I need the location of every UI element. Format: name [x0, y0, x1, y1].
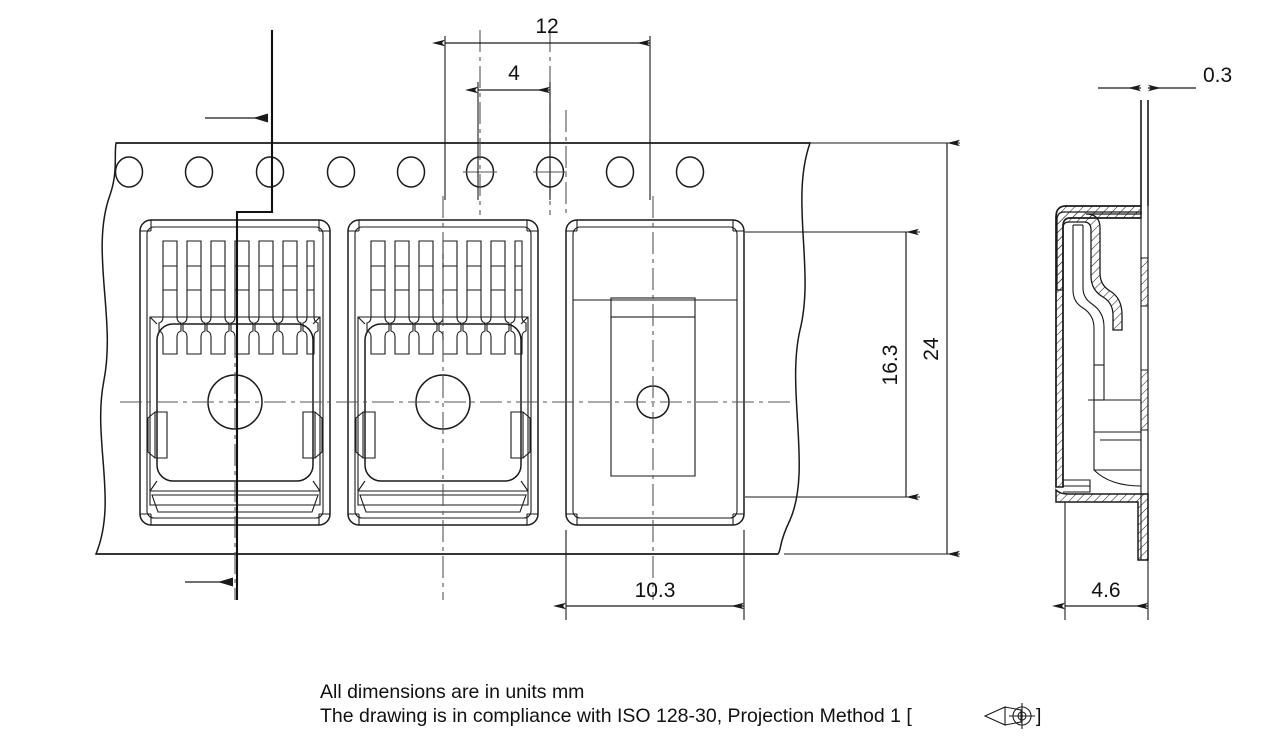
- cone-triangle: [983, 706, 1006, 726]
- corner-tick: [526, 513, 538, 525]
- contact: [390, 240, 414, 355]
- body-taper: [1093, 469, 1142, 487]
- dimension-label-16-3: 16.3: [879, 345, 902, 386]
- jack-frame: [149, 316, 321, 506]
- tape-outline: [94, 142, 812, 555]
- sprocket-hole: [675, 156, 705, 188]
- dimension-label-10-3: 10.3: [635, 579, 676, 602]
- bottom-flange-hatch: [1056, 490, 1148, 560]
- corner-tick: [526, 220, 538, 232]
- corner-tick: [140, 513, 152, 525]
- dimension-label-0-3: 0.3: [1203, 64, 1232, 87]
- note-line-1: All dimensions are in units mm: [320, 681, 584, 703]
- carrier-tape-top-view: [94, 30, 812, 600]
- dimension-16-3: 16.3: [745, 228, 920, 501]
- corner-tick: [140, 220, 152, 232]
- dimension-4: 4: [465, 62, 551, 200]
- note-line-2-suffix: ]: [1036, 705, 1041, 727]
- sprocket-hole: [255, 156, 285, 188]
- jack-bevel: [149, 316, 321, 492]
- projection-method-1-symbol: [983, 703, 1035, 729]
- connector-body-outer: [565, 219, 745, 526]
- contact: [462, 240, 486, 355]
- contact: [158, 240, 182, 355]
- dimension-24: 24: [784, 139, 960, 558]
- corner-tick: [566, 513, 578, 525]
- sprocket-hole: [396, 156, 426, 188]
- bottom-tongue: [359, 494, 527, 513]
- contact-set: [366, 240, 527, 355]
- corner-tick: [732, 220, 744, 232]
- section-profile-lines: [1055, 100, 1149, 561]
- sprocket-hole: [326, 156, 356, 188]
- contact: [438, 240, 462, 355]
- dimension-10-3: 10.3: [553, 530, 745, 620]
- corner-tick: [732, 513, 744, 525]
- left-wall-outline: [1055, 205, 1142, 488]
- corner-tick: [348, 513, 360, 525]
- cover-tape-hatch-2: [1141, 370, 1148, 430]
- dimension-label-24: 24: [920, 337, 943, 361]
- datum-leader-line: [235, 30, 274, 600]
- latch-spring-inner: [1072, 225, 1095, 400]
- contact: [486, 240, 510, 355]
- body-block: [1093, 400, 1142, 471]
- cover-tape-hatch: [1141, 258, 1148, 306]
- connector-top-view-2: [347, 219, 539, 526]
- connector-body-inner: [572, 226, 738, 519]
- datum-callout: [185, 30, 274, 600]
- contact: [278, 240, 302, 355]
- cover-tape-hatch-edge: [1141, 257, 1148, 307]
- notes-block: All dimensions are in units mm The drawi…: [320, 681, 1041, 729]
- jack-frame: [357, 316, 529, 506]
- contact: [254, 240, 278, 355]
- cover-tape-hatch-edge-2: [1141, 369, 1148, 431]
- contact: [182, 240, 206, 355]
- corner-tick: [318, 220, 330, 232]
- dimension-label-4: 4: [508, 62, 520, 85]
- jack-bevel: [357, 316, 529, 492]
- corner-tick: [566, 220, 578, 232]
- latch-spring-outer: [1082, 225, 1105, 400]
- dimension-label-4-6: 4.6: [1091, 579, 1120, 602]
- dimension-0-3: 0.3: [1098, 64, 1232, 92]
- note-line-2: The drawing is in compliance with ISO 12…: [320, 705, 912, 727]
- corner-tick: [348, 220, 360, 232]
- contact: [366, 240, 390, 355]
- sprocket-hole: [605, 156, 635, 188]
- corner-tick: [318, 513, 330, 525]
- cross-section-view: [1055, 100, 1149, 561]
- bottom-flange-outline: [1055, 488, 1149, 561]
- contact: [206, 240, 230, 355]
- bottom-tongue: [151, 494, 319, 513]
- dimension-4-6: 4.6: [1052, 502, 1149, 620]
- dimension-12: 12: [432, 15, 651, 200]
- cone-crosshair: [1009, 703, 1035, 729]
- dimension-label-12: 12: [535, 15, 558, 38]
- contact: [414, 240, 438, 355]
- sprocket-hole: [114, 156, 144, 188]
- sprocket-hole: [184, 156, 214, 188]
